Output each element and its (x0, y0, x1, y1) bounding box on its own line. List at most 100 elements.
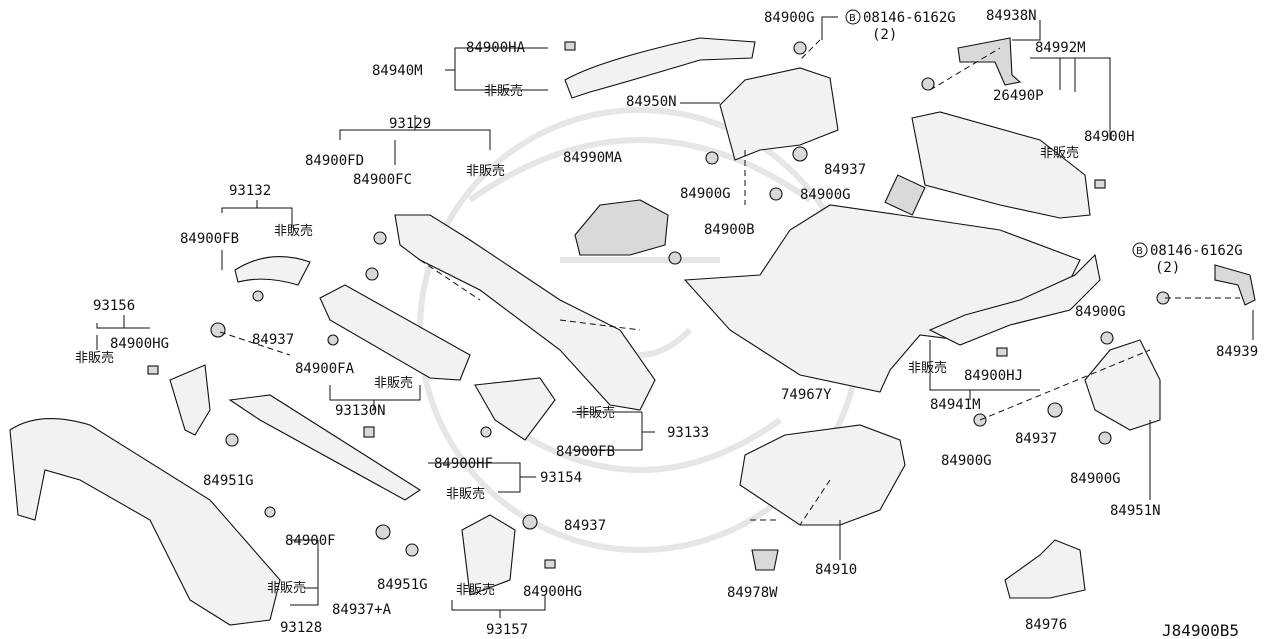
part-84939[interactable] (1214, 264, 1256, 306)
clip-84900HA[interactable] (564, 41, 576, 51)
part-84978W[interactable] (751, 549, 779, 571)
clip-84900G-f[interactable] (1098, 431, 1112, 445)
part-84976[interactable] (1004, 539, 1086, 599)
label-84976[interactable]: 84976 (1025, 617, 1067, 633)
label-84900G-2[interactable]: 84900G (680, 186, 731, 202)
label-84900G-3[interactable]: 84900G (800, 187, 851, 203)
clip-84900G-c[interactable] (769, 187, 783, 201)
label-84900FA[interactable]: 84900FA (295, 361, 355, 377)
label-84937-2[interactable]: 84937 (252, 332, 294, 348)
label-84900HG-2[interactable]: 84900HG (523, 584, 582, 600)
clip-84900H[interactable] (1094, 179, 1106, 189)
label-84937-3[interactable]: 84937 (1015, 431, 1057, 447)
label-93132[interactable]: 93132 (229, 183, 271, 199)
label-84937-4[interactable]: 84937 (564, 518, 606, 534)
label-84992M[interactable]: 84992M (1035, 40, 1086, 56)
label-93128[interactable]: 93128 (280, 620, 322, 636)
label-84900G-6[interactable]: 84900G (1070, 471, 1121, 487)
label-84900G-5[interactable]: 84900G (941, 453, 992, 469)
label-93157[interactable]: 93157 (486, 622, 528, 638)
label-08146-2[interactable]: 08146-6162G (1150, 243, 1243, 259)
label-84951N[interactable]: 84951N (1110, 503, 1161, 519)
label-08146-1[interactable]: 08146-6162G (863, 10, 956, 26)
label-84900F[interactable]: 84900F (285, 533, 336, 549)
clip-84937-b[interactable] (1047, 402, 1063, 418)
part-84940M[interactable] (564, 37, 756, 99)
clip-84900F[interactable] (264, 506, 276, 518)
label-93156[interactable]: 93156 (93, 298, 135, 314)
part-93128[interactable] (9, 418, 281, 626)
clip-84900G-d[interactable] (1100, 331, 1114, 345)
clip-84900FA[interactable] (327, 334, 339, 346)
part-84941M[interactable] (928, 253, 1101, 346)
label-84978W[interactable]: 84978W (727, 585, 778, 601)
clip-84900FD[interactable] (365, 267, 379, 281)
label-qty-2: (2) (1155, 260, 1180, 276)
clip-84937-a[interactable] (792, 146, 808, 162)
label-84900HF[interactable]: 84900HF (434, 456, 493, 472)
label-84900H[interactable]: 84900H (1084, 129, 1135, 145)
label-qty-1: (2) (872, 27, 897, 43)
clip-84900FB-b[interactable] (480, 426, 492, 438)
clip-84900HG-b[interactable] (544, 559, 556, 569)
part-84992M[interactable] (911, 111, 1091, 219)
label-93130N[interactable]: 93130N (335, 403, 386, 419)
clip-84900B[interactable] (668, 251, 682, 265)
label-84900FD[interactable]: 84900FD (305, 153, 364, 169)
part-84951N[interactable] (1084, 339, 1161, 431)
part-93130N[interactable] (319, 284, 471, 381)
clip-84900HF[interactable] (363, 426, 375, 438)
label-84937A[interactable]: 84937+A (332, 602, 392, 618)
label-84938N[interactable]: 84938N (986, 8, 1037, 24)
label-84900HG-1[interactable]: 84900HG (110, 336, 169, 352)
clip-84900HG-a[interactable] (147, 365, 159, 375)
part-26490P[interactable] (884, 174, 926, 216)
clip-84951G-a[interactable] (225, 433, 239, 447)
label-84940M[interactable]: 84940M (372, 63, 423, 79)
label-84910[interactable]: 84910 (815, 562, 857, 578)
label-84900HA[interactable]: 84900HA (466, 40, 526, 56)
clip-84900G-b[interactable] (705, 151, 719, 165)
part-84990MA[interactable] (574, 199, 669, 256)
clip-84900FB-a[interactable] (252, 290, 264, 302)
label-93133[interactable]: 93133 (667, 425, 709, 441)
part-84950N[interactable] (719, 67, 839, 161)
label-84939[interactable]: 84939 (1216, 344, 1258, 360)
clip-84900FC[interactable] (373, 231, 387, 245)
part-84910[interactable] (739, 424, 906, 526)
part-93132[interactable] (234, 256, 311, 286)
label-84900FB-1[interactable]: 84900FB (180, 231, 239, 247)
part-93154[interactable] (228, 394, 422, 501)
part-93157[interactable] (461, 514, 516, 596)
clip-84951G-b[interactable] (405, 543, 419, 557)
part-93156[interactable] (169, 364, 211, 436)
bolt-08146-a[interactable] (921, 77, 935, 91)
label-hanbai-7: 非販売 (908, 360, 947, 376)
part-93133[interactable] (474, 377, 556, 441)
clip-84937-d[interactable] (522, 514, 538, 530)
label-84900HJ[interactable]: 84900HJ (964, 368, 1023, 384)
label-26490P[interactable]: 26490P (993, 88, 1044, 104)
label-84951G-1[interactable]: 84951G (203, 473, 254, 489)
label-84900B[interactable]: 84900B (704, 222, 755, 238)
label-84900G-4[interactable]: 84900G (1075, 304, 1126, 320)
clip-84900G-top[interactable] (793, 41, 807, 55)
label-84950N[interactable]: 84950N (626, 94, 677, 110)
bolt-mark-2: B (1136, 246, 1143, 257)
clip-84937-c[interactable] (210, 322, 226, 338)
label-84990MA[interactable]: 84990MA (563, 150, 623, 166)
label-84951G-2[interactable]: 84951G (377, 577, 428, 593)
label-hanbai-11: 非販売 (456, 582, 495, 598)
clip-84937A[interactable] (375, 524, 391, 540)
label-93129[interactable]: 93129 (389, 116, 431, 132)
label-84900FC[interactable]: 84900FC (353, 172, 412, 188)
label-84941M[interactable]: 84941M (930, 397, 981, 413)
clip-84900HJ[interactable] (996, 347, 1008, 357)
label-93154[interactable]: 93154 (540, 470, 582, 486)
label-84900G-1[interactable]: 84900G (764, 10, 815, 26)
label-hanbai-6: 非販売 (374, 375, 413, 391)
label-84937-1[interactable]: 84937 (824, 162, 866, 178)
label-74967Y[interactable]: 74967Y (781, 387, 832, 403)
part-84938N[interactable] (957, 37, 1022, 86)
label-84900FB-2[interactable]: 84900FB (556, 444, 615, 460)
